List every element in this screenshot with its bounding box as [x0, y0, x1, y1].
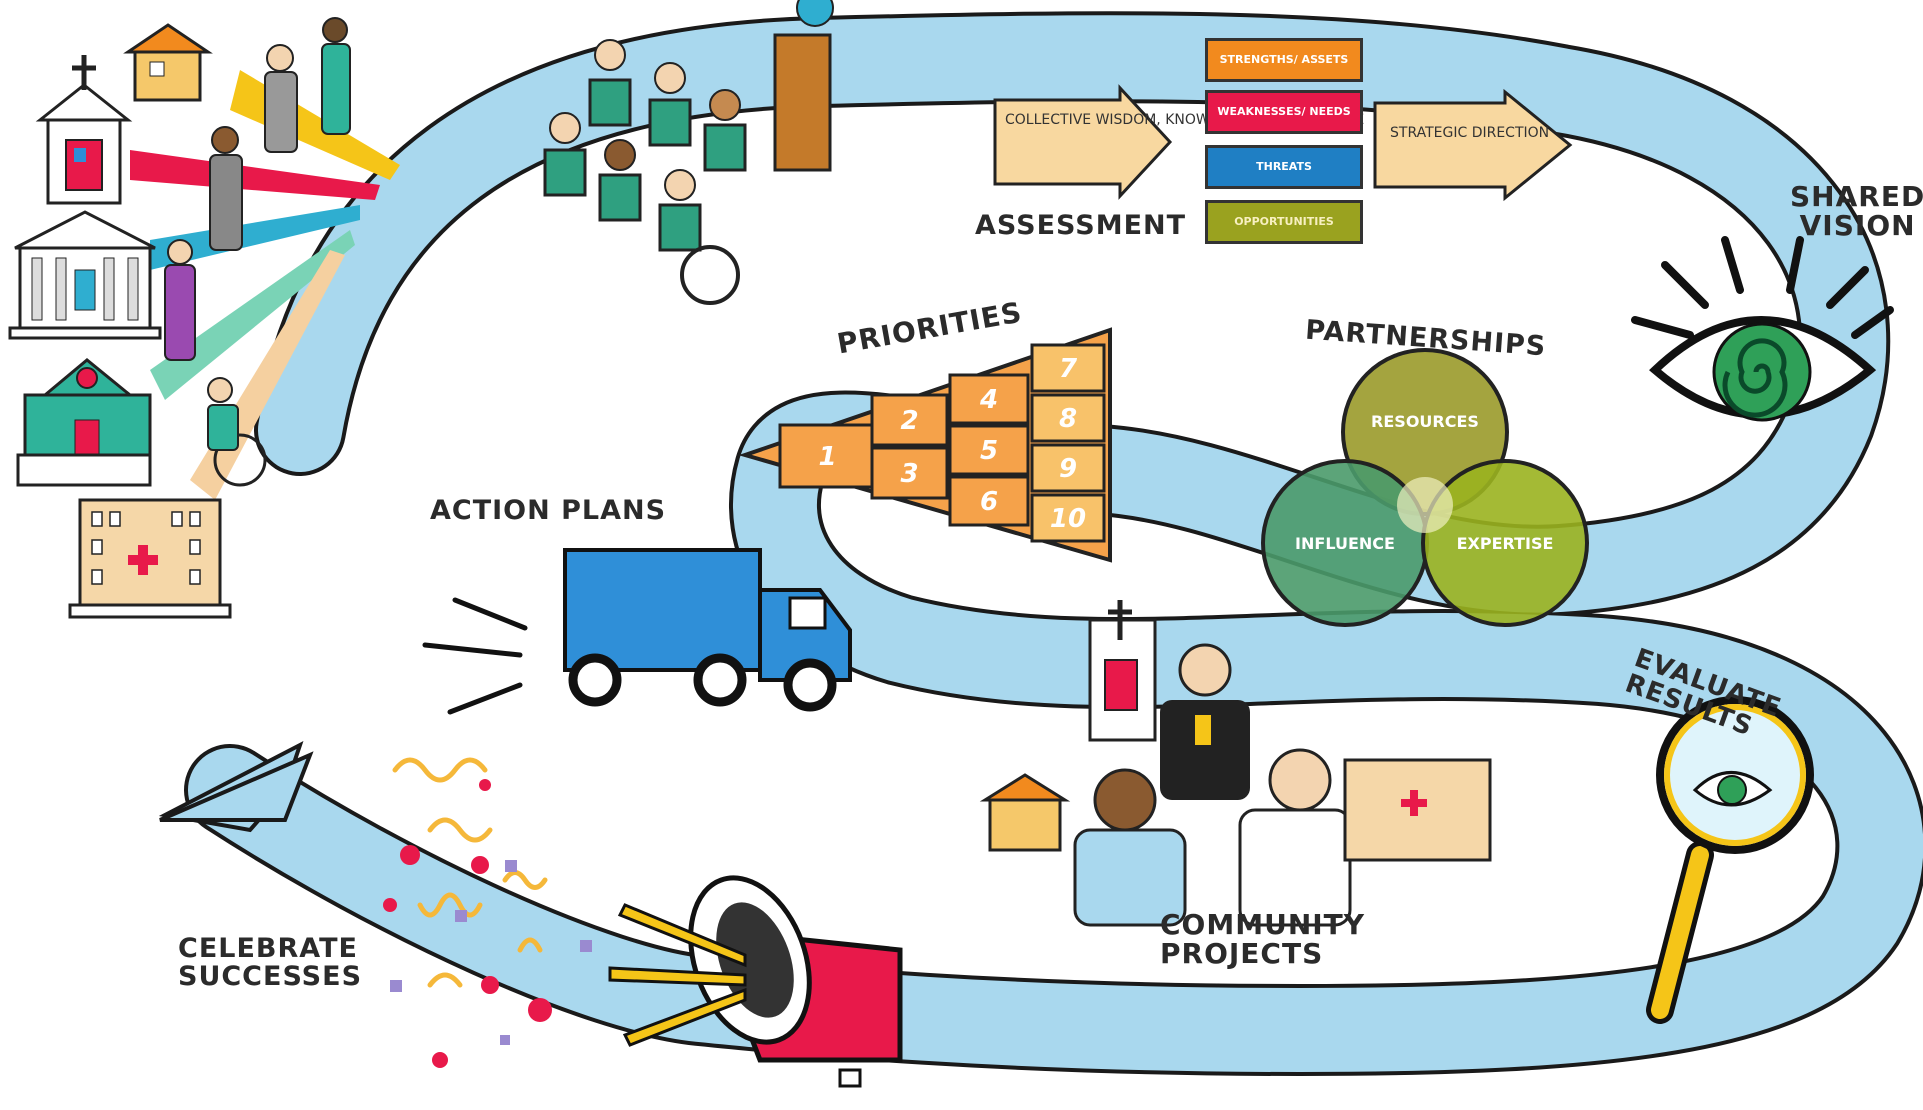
circle-label-resources: RESOURCES: [1371, 412, 1479, 431]
meeting-audience: [543, 0, 834, 305]
priority-cell-4: [948, 373, 1030, 425]
magnifying-glass-icon: [1646, 696, 1814, 1024]
priority-cell-8: [1030, 393, 1106, 443]
swot-box-opportunities: OPPORTUNITIES: [1205, 200, 1363, 244]
action-plans-label: ACTION PLANS: [430, 495, 667, 526]
hospital-icon: [68, 498, 232, 619]
confetti: [383, 757, 592, 1068]
priority-cell-6: [948, 475, 1030, 527]
priority-cell-10: [1030, 493, 1106, 543]
priorities-triangle: 1 2 3 4 5 6 7 8 9 10: [738, 327, 1112, 563]
worker-figure: [1093, 768, 1157, 832]
circle-label-expertise: EXPERTISE: [1457, 534, 1554, 553]
courthouse-icon: [8, 210, 162, 340]
priority-number-4: 4: [979, 385, 998, 415]
church-icon: [35, 55, 133, 205]
shared-vision-eye: [1631, 236, 1894, 422]
partnership-venn: RESOURCES INFLUENCE EXPERTISE: [1261, 348, 1589, 627]
swot-box-weaknesses: WEAKNESSES/ NEEDS: [1205, 90, 1363, 134]
priority-cell-7: [1030, 343, 1106, 393]
circle-label-influence: INFLUENCE: [1295, 534, 1395, 553]
wheelchair-wheel: [680, 245, 740, 305]
podium: [773, 33, 832, 172]
priority-number-6: 6: [980, 487, 998, 517]
priority-number-3: 3: [900, 459, 918, 489]
priority-cell-9: [1030, 443, 1106, 493]
strategic-direction-arrow: [1373, 88, 1573, 202]
priority-cell-1: [778, 423, 877, 489]
priority-number-2: 2: [900, 406, 918, 436]
community-projects-label: COMMUNITY PROJECTS: [1160, 908, 1366, 971]
community-projects-illustration: [979, 600, 1492, 927]
megaphone-icon: [608, 875, 903, 1088]
priority-number-1: 1: [818, 442, 836, 472]
assessment-label: ASSESSMENT: [975, 210, 1187, 241]
shared-vision-label: SHARED VISION: [1790, 180, 1923, 243]
priority-number-9: 9: [1059, 454, 1077, 484]
priority-number-7: 7: [1059, 354, 1078, 384]
school-icon: [16, 358, 152, 487]
priority-number-8: 8: [1059, 404, 1077, 434]
priority-cell-2: [870, 393, 949, 447]
people-figures: [164, 17, 351, 487]
swot-box-strengths: STRENGTHS/ ASSETS: [1205, 38, 1363, 82]
swot-box-threats: THREATS: [1205, 145, 1363, 189]
pastor-figure: [1178, 643, 1232, 697]
small-house: [988, 798, 1062, 852]
celebrate-successes-label: CELEBRATE SUCCESSES: [178, 933, 363, 993]
winding-path: [158, 11, 1923, 1077]
community-stakeholders: [8, 17, 400, 619]
house-icon: [123, 23, 213, 102]
nurse-figure: [1268, 748, 1332, 812]
venn-center: [1397, 477, 1453, 533]
strategic-direction-text: STRATEGIC DIRECTION: [1390, 125, 1550, 141]
priority-cell-5: [948, 424, 1030, 476]
truck-icon: [422, 548, 852, 715]
collective-wisdom-arrow: [993, 84, 1173, 200]
priority-cell-3: [870, 446, 949, 500]
priority-number-5: 5: [980, 436, 998, 466]
circle-expertise: [1421, 459, 1589, 627]
priority-number-10: 10: [1050, 504, 1086, 534]
